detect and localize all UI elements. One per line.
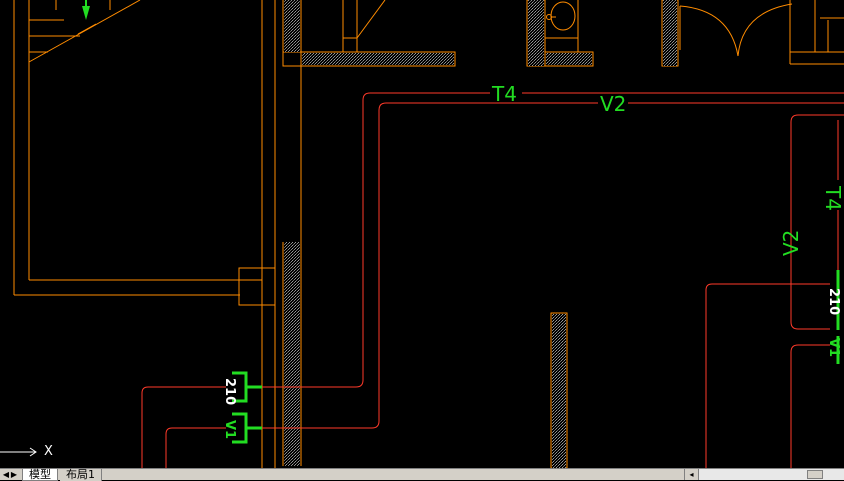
- pipe-label-t4-right: T4: [821, 185, 844, 211]
- ucs-x-arrow-icon: [0, 447, 37, 457]
- pipe-label-t4-top: T4: [491, 82, 517, 106]
- prev-tab-icon[interactable]: ▶: [10, 470, 18, 479]
- valve-tag-left: 210 V1: [222, 371, 262, 444]
- pipe-label-v2-right: V2: [779, 230, 803, 256]
- first-tab-icon[interactable]: ◀: [2, 470, 10, 479]
- scrollbar-thumb[interactable]: [807, 470, 823, 479]
- tag-label-v1-right: V1: [826, 338, 841, 357]
- tab-model[interactable]: 模型: [22, 469, 58, 481]
- tab-layout1[interactable]: 布局1: [60, 469, 102, 481]
- building-walls: [13, 0, 844, 468]
- horizontal-scrollbar[interactable]: ◂: [684, 469, 844, 480]
- cad-drawing-canvas[interactable]: T4 V2 V2 T4 210 V1 210 V1: [0, 0, 844, 468]
- scroll-left-arrow-icon[interactable]: ◂: [685, 469, 699, 480]
- layout-tab-bar: ◀ ▶ 模型 布局1: [0, 468, 844, 481]
- pipe-labels: T4 V2 V2 T4: [491, 82, 844, 256]
- tag-label-210-right: 210: [826, 288, 841, 315]
- stair-direction-arrow: [77, 0, 97, 35]
- ucs-x-label: X: [44, 444, 53, 459]
- hatched-wall-fills: [284, 0, 677, 468]
- pipe-routes: [141, 92, 844, 468]
- tag-label-210-left: 210: [222, 378, 237, 405]
- pipe-label-v2-top: V2: [600, 92, 626, 116]
- valve-tag-right: 210 V1: [826, 270, 841, 364]
- sink-fixture: [546, 1, 576, 31]
- tag-label-v1-left: V1: [222, 420, 237, 439]
